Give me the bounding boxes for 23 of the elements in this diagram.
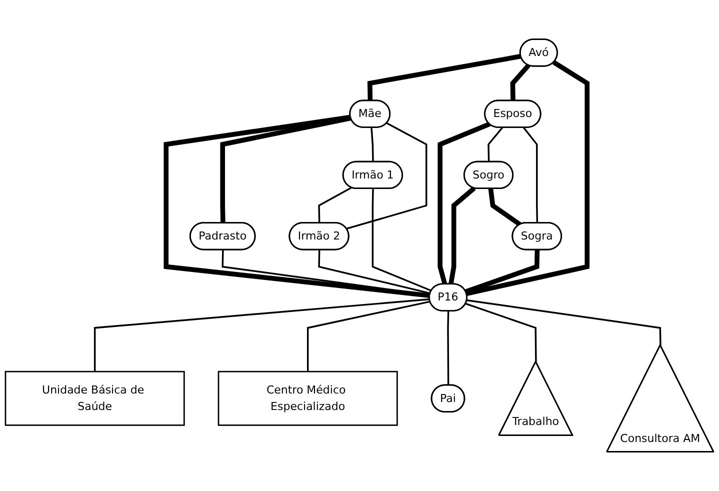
connector: [94, 298, 430, 372]
connector: [466, 299, 662, 346]
node-box: Unidade Básica de Saúde: [4, 370, 185, 426]
connector: [367, 54, 522, 101]
connector: [306, 300, 430, 372]
connector: [372, 188, 432, 292]
connector: [448, 186, 476, 285]
node-box: Centro Médico Especializado: [218, 370, 398, 426]
connector: [466, 60, 590, 296]
connector: [318, 186, 352, 224]
connector: [510, 64, 530, 101]
connector: [222, 250, 430, 296]
connector: [346, 122, 428, 230]
connector: [164, 114, 430, 298]
connector: [370, 127, 374, 162]
connector: [488, 127, 504, 162]
connector: [447, 311, 450, 386]
connector: [318, 250, 430, 294]
connector: [465, 302, 537, 362]
connector: [464, 250, 540, 294]
connector: [438, 122, 490, 285]
connector: [488, 188, 522, 227]
connector: [522, 127, 538, 224]
